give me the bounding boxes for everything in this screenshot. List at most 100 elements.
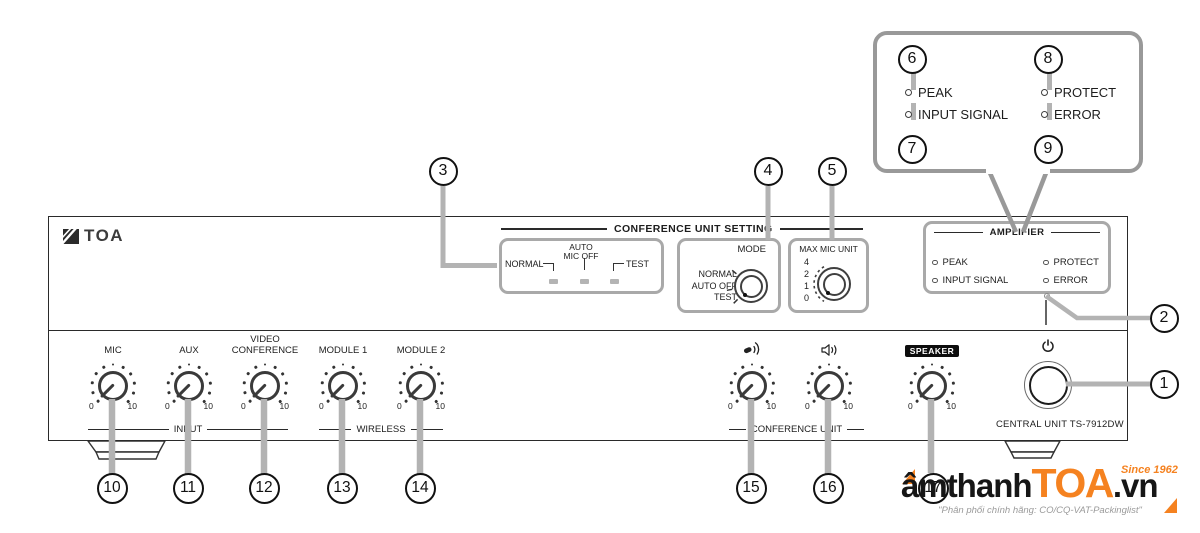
mode-options: NORMAL AUTO OFF TEST bbox=[680, 269, 737, 304]
amplifier-header: AMPLIFIER bbox=[934, 227, 1101, 238]
test-pointer-mark bbox=[612, 262, 624, 264]
peak-label: PEAK bbox=[918, 85, 953, 100]
callout-3-mode-indicators: 3 bbox=[428, 156, 458, 186]
callout-5-max-mic-unit: 5 bbox=[817, 156, 847, 186]
callout-15-conference-mic: 15 bbox=[735, 472, 767, 504]
amp-peak-indicator: PEAK bbox=[932, 257, 968, 268]
mode-selector-knob[interactable] bbox=[734, 269, 768, 303]
test-label: TEST bbox=[626, 259, 650, 269]
test-pointer-mark bbox=[612, 262, 614, 271]
bubble-line bbox=[1047, 73, 1052, 90]
watermark-amthanh: âmthanh bbox=[901, 467, 1033, 504]
module2-knob-label: MODULE 2 bbox=[396, 345, 446, 357]
error-led bbox=[1043, 277, 1049, 284]
normal-pointer-mark bbox=[552, 262, 554, 271]
toa-logo: TOA bbox=[63, 226, 124, 246]
callout-2-power-led: 2 bbox=[1149, 303, 1179, 333]
header-line bbox=[501, 228, 607, 230]
input-signal-label: INPUT SIGNAL bbox=[942, 275, 1009, 286]
auto-mic-off-label: AUTO MIC OFF bbox=[563, 242, 599, 262]
auto-mic-off-indicator-led bbox=[580, 279, 589, 284]
input-signal-label: INPUT SIGNAL bbox=[918, 107, 1009, 122]
callout-4-mode-knob: 4 bbox=[753, 156, 783, 186]
panel-divider bbox=[49, 329, 1127, 332]
video-conference-knob-label: VIDEO CONFERENCE bbox=[231, 334, 299, 357]
callout-12-video-conference: 12 bbox=[248, 472, 280, 504]
mode-box: MODE NORMAL AUTO OFF TEST bbox=[677, 238, 781, 313]
power-button-face[interactable] bbox=[1028, 365, 1068, 405]
bubble-peak-indicator: PEAK bbox=[905, 85, 953, 100]
module1-knob-label: MODULE 1 bbox=[318, 345, 368, 357]
brand-text: TOA bbox=[84, 226, 125, 245]
auto-mic-off-pointer-mark bbox=[584, 258, 586, 270]
error-label: ERROR bbox=[1053, 275, 1088, 286]
peak-label: PEAK bbox=[942, 257, 968, 268]
bubble-input-signal-indicator: INPUT SIGNAL bbox=[905, 107, 1008, 122]
callout-13-module1: 13 bbox=[326, 472, 358, 504]
test-indicator-led bbox=[610, 279, 619, 284]
conference-unit-setting-header: CONFERENCE UNIT SETTING bbox=[501, 223, 863, 235]
header-line bbox=[779, 228, 863, 230]
power-icon bbox=[1042, 339, 1054, 353]
input-group-label: INPUT bbox=[88, 424, 288, 435]
aux-knob-label: AUX bbox=[179, 345, 199, 357]
input-signal-led bbox=[905, 111, 912, 118]
callout-6-peak: 6 bbox=[897, 44, 927, 74]
mic-knob-label: MIC bbox=[104, 345, 122, 357]
header-line bbox=[934, 231, 983, 234]
callout-11-aux: 11 bbox=[172, 472, 204, 504]
callout-9-error: 9 bbox=[1033, 134, 1063, 164]
callout-7-input-signal: 7 bbox=[897, 134, 927, 164]
power-indicator-led bbox=[1044, 293, 1050, 299]
watermark-vn: .vn bbox=[1112, 467, 1159, 504]
protect-led bbox=[1041, 89, 1048, 96]
callout-16-conference-speaker: 16 bbox=[812, 472, 844, 504]
peak-led bbox=[932, 259, 938, 266]
conference-unit-group-label: CONFERENCE UNIT bbox=[729, 424, 864, 435]
toa-logo-icon bbox=[63, 228, 79, 244]
bubble-error-indicator: ERROR bbox=[1041, 107, 1101, 122]
protect-led bbox=[1043, 259, 1049, 266]
input-signal-led bbox=[932, 277, 938, 284]
mode-option-normal: NORMAL bbox=[698, 269, 737, 279]
protect-label: PROTECT bbox=[1053, 257, 1099, 268]
amplifier-title: AMPLIFIER bbox=[989, 227, 1045, 238]
mode-indicator-box: AUTO MIC OFF NORMAL TEST bbox=[499, 238, 664, 294]
amp-protect-indicator: PROTECT bbox=[1043, 257, 1099, 268]
bubble-line bbox=[1047, 103, 1052, 120]
mode-title: MODE bbox=[737, 244, 767, 255]
error-led bbox=[1041, 111, 1048, 118]
amplifier-box: AMPLIFIER PEAK INPUT SIGNAL PROTECT ERRO… bbox=[923, 221, 1111, 294]
bubble-line bbox=[911, 73, 916, 90]
front-panel: TOA CONFERENCE UNIT SETTING AUTO MIC OFF… bbox=[48, 216, 1128, 441]
watermark-since: Since 1962 bbox=[1121, 464, 1178, 476]
model-label: CENTRAL UNIT TS-7912DW bbox=[996, 419, 1124, 430]
bubble-pointer-gap bbox=[986, 168, 1050, 174]
conference-speaker-icon bbox=[785, 332, 873, 357]
callout-17-speaker: 17 bbox=[917, 472, 949, 504]
max-mic-unit-knob[interactable] bbox=[817, 267, 851, 301]
speaker-knob-label: SPEAKER bbox=[888, 332, 976, 357]
bubble-line bbox=[911, 103, 916, 120]
mode-option-auto-off: AUTO OFF bbox=[691, 280, 737, 291]
power-button[interactable] bbox=[1024, 361, 1072, 409]
max-mic-unit-scale: 4 2 1 0 bbox=[803, 257, 809, 303]
normal-indicator-led bbox=[548, 279, 558, 284]
normal-pointer-mark bbox=[543, 262, 554, 264]
callout-14-module2: 14 bbox=[404, 472, 436, 504]
